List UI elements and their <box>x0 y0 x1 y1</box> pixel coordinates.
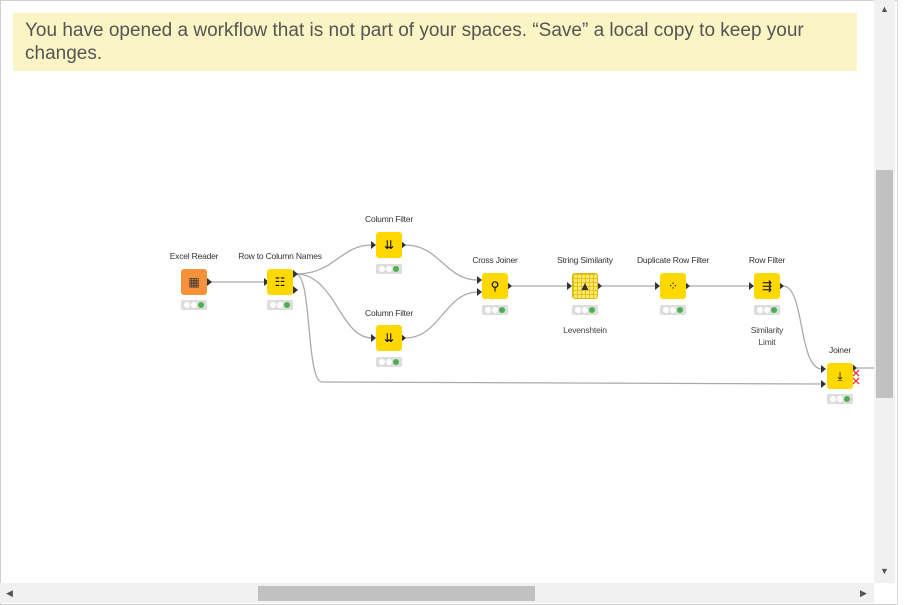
excel-icon: ▦ <box>188 275 200 289</box>
node-joiner[interactable]: ⤓ <box>827 363 853 389</box>
connection <box>782 285 823 370</box>
connection <box>404 291 479 339</box>
warning-icon: ▲ <box>579 279 591 293</box>
scroll-down-arrow-icon[interactable]: ▼ <box>880 566 889 576</box>
joiner-icon: ⤓ <box>837 368 843 383</box>
node-label: Cross Joiner <box>472 255 518 265</box>
scroll-right-arrow-icon[interactable]: ▶ <box>860 588 867 598</box>
node-excel-reader[interactable]: ▦ <box>181 269 207 295</box>
node-status <box>376 264 402 274</box>
node-status <box>267 300 293 310</box>
duplicate-filter-icon: ⁘ <box>667 279 679 293</box>
inactive-port-x-icon <box>852 369 860 385</box>
node-row-filter[interactable]: ⇶ <box>754 273 780 299</box>
node-annotation: Levenshtein <box>563 325 607 335</box>
column-filter-icon: ⇊ <box>383 238 395 252</box>
node-label: Row to Column Names <box>238 251 322 261</box>
node-status <box>827 394 853 404</box>
connection <box>404 244 479 281</box>
node-status <box>181 300 207 310</box>
node-status <box>660 305 686 315</box>
node-duplicate-row-filter[interactable]: ⁘ <box>660 273 686 299</box>
node-label: String Similarity <box>557 255 613 265</box>
divider <box>897 0 898 605</box>
column-filter-icon: ⇊ <box>383 331 395 345</box>
connection <box>295 273 823 385</box>
scroll-left-arrow-icon[interactable]: ◀ <box>6 588 13 598</box>
node-label: Joiner <box>829 345 851 355</box>
table-icon: ☷ <box>274 275 286 289</box>
info-banner: You have opened a workflow that is not p… <box>13 13 857 71</box>
node-label: Duplicate Row Filter <box>636 255 710 265</box>
workflow-canvas[interactable]: Excel Reader ▦ Row to Column Names ☷ Col… <box>0 0 874 583</box>
vertical-scroll-thumb[interactable] <box>876 170 893 398</box>
node-row-to-column-names[interactable]: ☷ <box>267 269 293 295</box>
node-column-filter[interactable]: ⇊ <box>376 325 402 351</box>
node-column-filter[interactable]: ⇊ <box>376 232 402 258</box>
horizontal-scroll-thumb[interactable] <box>258 586 535 601</box>
node-string-similarity[interactable]: ▲ <box>572 273 598 299</box>
scroll-up-arrow-icon[interactable]: ▲ <box>880 4 889 14</box>
connections <box>207 241 874 388</box>
node-label: Column Filter <box>365 214 413 224</box>
node-status <box>754 305 780 315</box>
node-label: Column Filter <box>365 308 413 318</box>
node-cross-joiner[interactable]: ⚲ <box>482 273 508 299</box>
node-status <box>482 305 508 315</box>
node-status <box>376 357 402 367</box>
node-annotation: Similarity <box>750 325 784 335</box>
connection <box>295 273 373 339</box>
node-label: Row Filter <box>748 255 786 265</box>
node-label: Excel Reader <box>169 251 219 261</box>
connection <box>295 244 373 275</box>
cross-join-icon: ⚲ <box>490 279 500 293</box>
row-filter-icon: ⇶ <box>761 279 773 293</box>
node-annotation: Limit <box>758 337 776 347</box>
node-status <box>572 305 598 315</box>
